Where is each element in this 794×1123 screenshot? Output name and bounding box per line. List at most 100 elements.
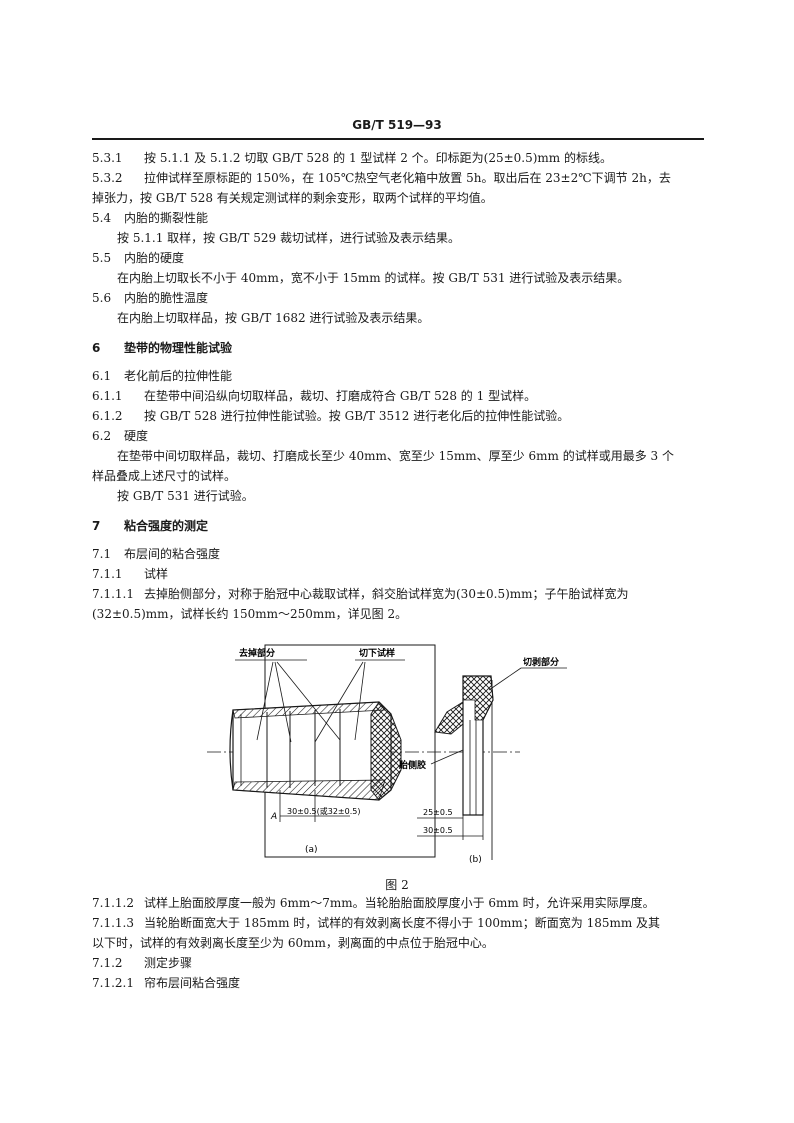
leader-line bbox=[256, 661, 274, 741]
label-peeled-part: 切剥部分 bbox=[523, 656, 559, 668]
text-line: 以下时，试样的有效剥离长度至少为 60mm，剥离面的中点位于胎冠中心。 bbox=[92, 935, 494, 951]
text-line: (32±0.5)mm，试样长约 150mm～250mm，详见图 2。 bbox=[92, 606, 407, 622]
clause-7-1-1-1: 7.1.1.1 去掉胎侧部分，对称于胎冠中心裁取试样，斜交胎试样宽为(30±0.5… bbox=[92, 586, 629, 602]
clause-heading: 内胎的脆性温度 bbox=[124, 291, 209, 305]
section-number: 6 bbox=[92, 341, 101, 355]
section-title: 垫带的物理性能试验 bbox=[124, 341, 233, 355]
clause-text: 当轮胎断面宽大于 185mm 时，试样的有效剥离长度不得小于 100mm；断面宽… bbox=[144, 916, 661, 930]
clause-number: 7.1.2.1 bbox=[92, 976, 134, 990]
figure-2: 去掉部分 切下试样 A 30±0.5(或32±0.5) (a) 切剥部分 胎侧胶… bbox=[207, 644, 567, 865]
clause-text: 去掉胎侧部分，对称于胎冠中心裁取试样，斜交胎试样宽为(30±0.5)mm；子午胎… bbox=[144, 587, 629, 601]
clause-number: 7.1 bbox=[92, 547, 112, 561]
label-point-a: A bbox=[270, 812, 277, 822]
clause-number: 5.3.2 bbox=[92, 171, 123, 185]
clause-text: 试样上胎面胶厚度一般为 6mm～7mm。当轮胎胎面胶厚度小于 6mm 时，允许采… bbox=[144, 896, 655, 910]
clause-5-3-1: 5.3.1 按 5.1.1 及 5.1.2 切取 GB/T 528 的 1 型试样… bbox=[92, 150, 612, 166]
leader-line bbox=[430, 749, 464, 765]
leader-line bbox=[354, 661, 366, 741]
text-line: 在垫带中间切取样品，裁切、打磨成长至少 40mm、宽至少 15mm、厚至少 6m… bbox=[117, 448, 674, 464]
leader-line bbox=[488, 667, 522, 691]
clause-7-1-1-3: 7.1.1.3 当轮胎断面宽大于 185mm 时，试样的有效剥离长度不得小于 10… bbox=[92, 915, 660, 931]
text-line: 在内胎上切取长不小于 40mm，宽不小于 15mm 的试样。按 GB/T 531… bbox=[117, 270, 629, 286]
clause-number: 6.1 bbox=[92, 369, 112, 383]
clause-text: 样品叠成上述尺寸的试样。 bbox=[92, 469, 237, 483]
page-header: GB/T 519—93 bbox=[352, 118, 442, 132]
clause-7-1-2: 7.1.2 测定步骤 bbox=[92, 955, 192, 971]
clause-7-1: 7.1 布层间的粘合强度 bbox=[92, 546, 220, 562]
figure-caption: 图 2 bbox=[385, 878, 409, 892]
clause-text: 在内胎上切取长不小于 40mm，宽不小于 15mm 的试样。按 GB/T 531… bbox=[117, 271, 630, 285]
clause-5-5: 5.5 内胎的硬度 bbox=[92, 250, 184, 266]
clause-text: 按 5.1.1 及 5.1.2 切取 GB/T 528 的 1 型试样 2 个。… bbox=[144, 151, 612, 165]
clause-number: 7.1.1.1 bbox=[92, 587, 134, 601]
clause-5-3-2: 5.3.2 拉伸试样至原标距的 150%，在 105℃热空气老化箱中放置 5h。取… bbox=[92, 170, 671, 186]
clause-heading: 布层间的粘合强度 bbox=[124, 547, 221, 561]
diagram-a: 去掉部分 切下试样 A 30±0.5(或32±0.5) (a) bbox=[207, 644, 520, 858]
clause-7-1-1: 7.1.1 试样 bbox=[92, 566, 168, 582]
section-6-heading: 6 垫带的物理性能试验 bbox=[92, 340, 232, 356]
clause-number: 5.5 bbox=[92, 251, 112, 265]
clause-text: 按 5.1.1 取样，按 GB/T 529 裁切试样，进行试验及表示结果。 bbox=[117, 231, 460, 245]
clause-5-4: 5.4 内胎的撕裂性能 bbox=[92, 210, 208, 226]
clause-7-1-2-1: 7.1.2.1 帘布层间粘合强度 bbox=[92, 975, 240, 991]
clause-text: 按 GB/T 531 进行试验。 bbox=[117, 489, 254, 503]
label-sub-a: (a) bbox=[305, 845, 318, 855]
clause-heading: 试样 bbox=[144, 567, 169, 581]
label-width-a: 30±0.5(或32±0.5) bbox=[287, 806, 360, 816]
clause-number: 5.3.1 bbox=[92, 151, 123, 165]
clause-heading: 内胎的撕裂性能 bbox=[124, 211, 209, 225]
clause-text: 拉伸试样至原标距的 150%，在 105℃热空气老化箱中放置 5h。取出后在 2… bbox=[144, 171, 671, 185]
tread-end bbox=[370, 701, 402, 801]
label-cut-sample: 切下试样 bbox=[359, 647, 395, 659]
text-line: 在内胎上切取样品，按 GB/T 1682 进行试验及表示结果。 bbox=[117, 310, 429, 326]
header-rule bbox=[92, 138, 704, 140]
leader-line bbox=[274, 661, 292, 743]
label-sub-b: (b) bbox=[469, 855, 482, 865]
section-number: 7 bbox=[92, 519, 101, 533]
text-line: 样品叠成上述尺寸的试样。 bbox=[92, 468, 236, 484]
clause-number: 7.1.1.2 bbox=[92, 896, 134, 910]
clause-6-1-2: 6.1.2 按 GB/T 528 进行拉伸性能试验。按 GB/T 3512 进行老… bbox=[92, 408, 569, 424]
clause-heading: 内胎的硬度 bbox=[124, 251, 185, 265]
clause-text: (32±0.5)mm，试样长约 150mm～250mm，详见图 2。 bbox=[92, 607, 408, 621]
label-dim-30: 30±0.5 bbox=[423, 826, 453, 835]
clause-text: 掉张力，按 GB/T 528 有关规定测试样的剩余变形，取两个试样的平均值。 bbox=[92, 191, 493, 205]
sidewall-wedge bbox=[434, 701, 464, 735]
clause-7-1-1-2: 7.1.1.2 试样上胎面胶厚度一般为 6mm～7mm。当轮胎胎面胶厚度小于 6m… bbox=[92, 895, 655, 911]
clause-heading: 老化前后的拉伸性能 bbox=[124, 369, 233, 383]
clause-heading: 帘布层间粘合强度 bbox=[144, 976, 241, 990]
clause-heading: 硬度 bbox=[124, 429, 149, 443]
text-line: 掉张力，按 GB/T 528 有关规定测试样的剩余变形，取两个试样的平均值。 bbox=[92, 190, 493, 206]
section-title: 粘合强度的测定 bbox=[124, 519, 209, 533]
clause-text: 在垫带中间沿纵向切取样品，裁切、打磨成符合 GB/T 528 的 1 型试样。 bbox=[144, 389, 537, 403]
clause-text: 在内胎上切取样品，按 GB/T 1682 进行试验及表示结果。 bbox=[117, 311, 430, 325]
clause-number: 7.1.1 bbox=[92, 567, 123, 581]
clause-6-2: 6.2 硬度 bbox=[92, 428, 148, 444]
tread-band-bottom bbox=[232, 779, 386, 801]
label-sidewall-rubber: 胎侧胶 bbox=[398, 759, 426, 771]
clause-number: 7.1.2 bbox=[92, 956, 123, 970]
leader-line bbox=[276, 661, 341, 741]
clause-number: 6.2 bbox=[92, 429, 112, 443]
peeled-part-area bbox=[462, 675, 494, 721]
clause-number: 6.1.1 bbox=[92, 389, 123, 403]
clause-text: 以下时，试样的有效剥离长度至少为 60mm，剥离面的中点位于胎冠中心。 bbox=[92, 936, 494, 950]
clause-number: 7.1.1.3 bbox=[92, 916, 134, 930]
clause-text: 按 GB/T 528 进行拉伸性能试验。按 GB/T 3512 进行老化后的拉伸… bbox=[144, 409, 570, 423]
clause-number: 5.4 bbox=[92, 211, 112, 225]
clause-text: 在垫带中间切取样品，裁切、打磨成长至少 40mm、宽至少 15mm、厚至少 6m… bbox=[117, 449, 674, 463]
clause-6-1: 6.1 老化前后的拉伸性能 bbox=[92, 368, 232, 384]
clause-6-1-1: 6.1.1 在垫带中间沿纵向切取样品，裁切、打磨成符合 GB/T 528 的 1 … bbox=[92, 388, 536, 404]
clause-5-6: 5.6 内胎的脆性温度 bbox=[92, 290, 208, 306]
text-line: 按 5.1.1 取样，按 GB/T 529 裁切试样，进行试验及表示结果。 bbox=[117, 230, 460, 246]
label-removed-part: 去掉部分 bbox=[239, 647, 275, 659]
clause-heading: 测定步骤 bbox=[144, 956, 193, 970]
clause-number: 6.1.2 bbox=[92, 409, 123, 423]
section-7-heading: 7 粘合强度的测定 bbox=[92, 518, 208, 534]
text-line: 按 GB/T 531 进行试验。 bbox=[117, 488, 254, 504]
diagram-b: 切剥部分 胎侧胶 25±0.5 30±0.5 (b) bbox=[398, 656, 567, 865]
label-dim-25: 25±0.5 bbox=[423, 808, 453, 817]
leader-line bbox=[314, 661, 364, 743]
clause-number: 5.6 bbox=[92, 291, 112, 305]
tire-left-end bbox=[229, 709, 234, 791]
